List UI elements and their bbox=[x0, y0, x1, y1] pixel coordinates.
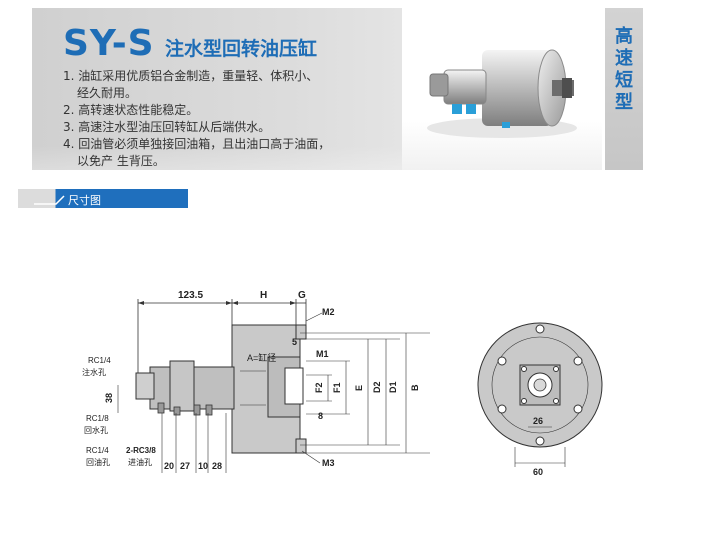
port-ret-name: 回水孔 bbox=[84, 425, 108, 435]
dim-38: 38 bbox=[104, 393, 114, 403]
side-category-tab: 高 速 短 型 bbox=[605, 8, 643, 170]
feature-item: 4. 回油管必须单独接回油箱，且出油口高于油面， bbox=[63, 137, 331, 151]
label-m2: M2 bbox=[322, 307, 335, 317]
rotary-cylinder-photo bbox=[427, 49, 577, 138]
side-char: 速 bbox=[615, 48, 633, 69]
feature-item: 以免产 生背压。 bbox=[77, 154, 165, 168]
side-char: 型 bbox=[615, 92, 633, 113]
dim-b: B bbox=[410, 384, 420, 391]
port-oilret-name: 回油孔 bbox=[86, 457, 110, 467]
feature-item: 经久耐用。 bbox=[77, 86, 138, 100]
dim-g: G bbox=[298, 290, 306, 301]
dim-d1: D1 bbox=[388, 381, 398, 393]
port-oilret-size: RC1/4 bbox=[86, 446, 109, 455]
dim-bottom-10: 10 bbox=[198, 461, 208, 471]
dim-bottom-28: 28 bbox=[212, 461, 222, 471]
port-water-size: RC1/4 bbox=[88, 356, 111, 365]
label-eight: 8 bbox=[318, 411, 323, 421]
dim-h: H bbox=[260, 290, 267, 301]
feature-list: 1. 油缸采用优质铝合金制造，重量轻、体积小、 经久耐用。 2. 高转速状态性能… bbox=[63, 68, 393, 170]
dim-f1: F1 bbox=[332, 382, 342, 393]
product-photo bbox=[402, 8, 602, 170]
model-title: SY-S bbox=[63, 23, 155, 64]
dim-f2: F2 bbox=[314, 382, 324, 393]
port-water-name: 注水孔 bbox=[82, 367, 106, 377]
dim-bottom-27: 27 bbox=[180, 461, 190, 471]
label-m3: M3 bbox=[322, 458, 335, 468]
feature-item: 2. 高转速状态性能稳定。 bbox=[63, 103, 199, 117]
side-category-text: 高 速 短 型 bbox=[605, 26, 643, 114]
dim-60: 60 bbox=[533, 467, 543, 477]
label-five: 5 bbox=[292, 337, 297, 347]
label-m1: M1 bbox=[316, 349, 329, 359]
dimension-drawing: 123.5 H G F2 F1 E D2 D1 B M2 5 A=缸径 M1 8… bbox=[82, 290, 603, 477]
dim-26: 26 bbox=[533, 416, 543, 426]
section-title: 尺寸图 bbox=[68, 194, 101, 207]
section-bar bbox=[18, 189, 188, 208]
dim-bottom-20: 20 bbox=[164, 461, 174, 471]
port-oilin-size: 2-RC3/8 bbox=[126, 446, 156, 455]
feature-item: 3. 高速注水型油压回转缸从后端供水。 bbox=[63, 120, 271, 134]
product-subtitle: 注水型回转油压缸 bbox=[165, 38, 318, 60]
section-arrow-icon bbox=[34, 195, 65, 205]
feature-item: 1. 油缸采用优质铝合金制造，重量轻、体积小、 bbox=[63, 69, 319, 83]
port-ret-size: RC1/8 bbox=[86, 414, 109, 423]
dim-e: E bbox=[354, 385, 364, 391]
dim-length: 123.5 bbox=[178, 290, 203, 301]
side-char: 短 bbox=[615, 70, 633, 91]
port-oilin-name: 进油孔 bbox=[128, 457, 152, 467]
dim-d2: D2 bbox=[372, 381, 382, 393]
side-char: 高 bbox=[615, 26, 633, 47]
label-bore: A=缸径 bbox=[247, 352, 276, 363]
